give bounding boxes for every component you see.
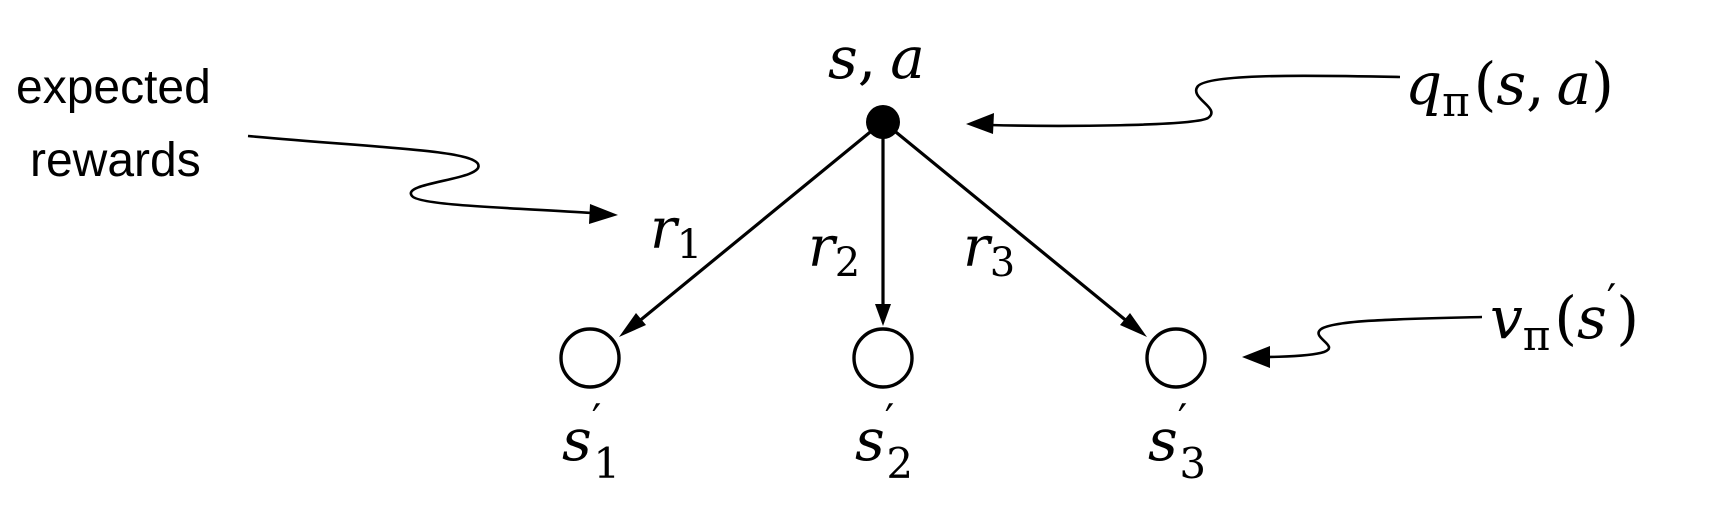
q-value-label: qπ(s,a)	[1405, 50, 1614, 126]
reward-label-2: r2	[808, 215, 860, 286]
expected-rewards-callout	[247, 134, 593, 215]
edge-3	[884, 122, 1136, 329]
reward-label-3: r3	[963, 215, 1015, 286]
child-label-2: s′2	[855, 395, 913, 488]
v-value-label: vπ(s′)	[1490, 275, 1639, 360]
v-value-callout	[1259, 315, 1483, 359]
q-value-callout	[989, 74, 1401, 128]
expected-rewards-arrowhead	[589, 204, 618, 224]
v-value-arrowhead	[1242, 346, 1270, 368]
edge-1-arrowhead	[619, 313, 646, 337]
q-value-arrowhead	[966, 113, 994, 134]
root-node	[866, 105, 900, 139]
child-node-1	[559, 327, 621, 389]
child-label-1: s′1	[562, 395, 620, 488]
edge-1	[630, 122, 882, 329]
reward-label-1: r1	[650, 197, 702, 268]
child-label-3: s′3	[1148, 395, 1206, 488]
edge-2-arrowhead	[875, 304, 891, 326]
child-node-3	[1145, 327, 1207, 389]
expected-rewards-label: expected rewards	[16, 61, 224, 187]
root-label: s,a	[828, 24, 925, 92]
child-node-2	[852, 327, 914, 389]
edge-3-arrowhead	[1120, 313, 1147, 337]
